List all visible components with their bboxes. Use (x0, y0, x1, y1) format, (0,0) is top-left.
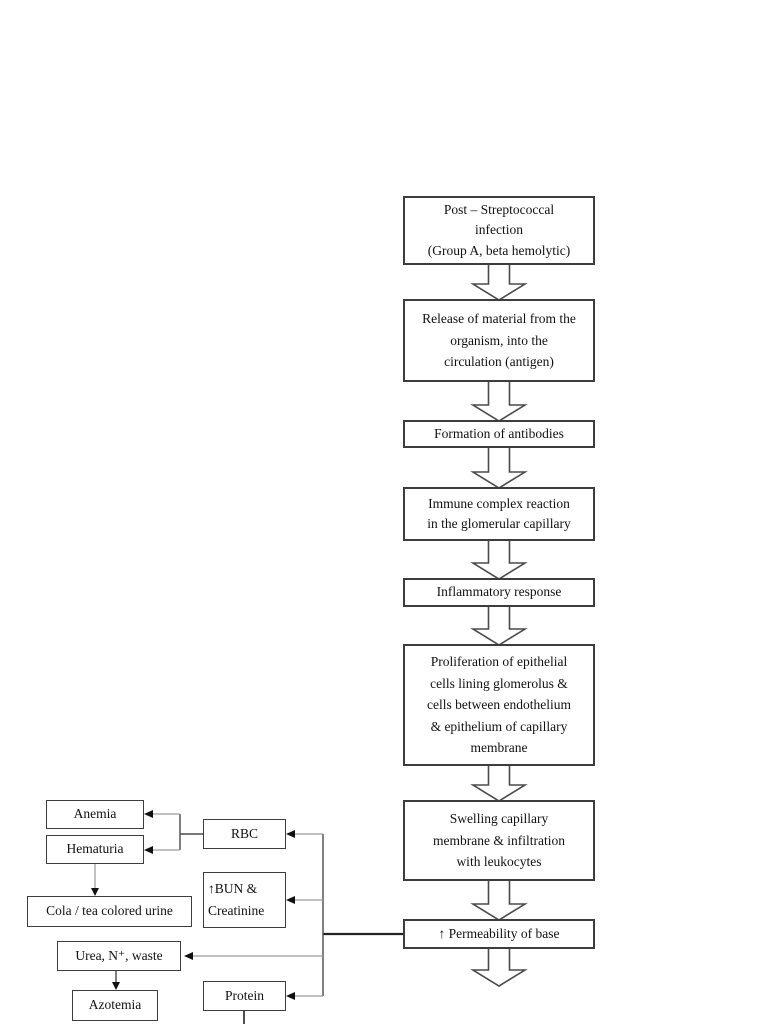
flow-box-hematuria: Hematuria (46, 835, 144, 864)
arrowhead-into-urea (184, 952, 193, 960)
flow-box-urea-waste: Urea, N⁺, waste (57, 941, 181, 971)
arrowhead-into-rbc (286, 830, 295, 838)
arrowhead-into-anemia (144, 810, 153, 818)
flow-box-proliferation-epithelial-cells: Proliferation of epithelial cells lining… (403, 644, 595, 766)
flow-box-swelling-capillary-membrane: Swelling capillary membrane & infiltrati… (403, 800, 595, 881)
flow-box-azotemia: Azotemia (72, 990, 158, 1021)
block-arrow-down (470, 539, 528, 580)
flow-box-bun-creatinine: ↑BUN & Creatinine (203, 872, 286, 928)
flow-box-inflammatory-response: Inflammatory response (403, 578, 595, 607)
flow-box-protein: Protein (203, 981, 286, 1011)
arrowhead-into-hematuria (144, 846, 153, 854)
block-arrow-down (470, 446, 528, 489)
flow-box-rbc: RBC (203, 819, 286, 849)
flow-box-release-of-antigen: Release of material from the organism, i… (403, 299, 595, 382)
block-arrow-down (470, 263, 528, 301)
block-arrow-down (470, 947, 528, 987)
arrowhead-into-cola (91, 888, 99, 896)
block-arrow-group (470, 263, 528, 987)
arrowhead-into-bun (286, 896, 295, 904)
block-arrow-down (470, 879, 528, 921)
arrowhead-into-azotemia (112, 982, 120, 990)
flow-box-increased-permeability: ↑ Permeability of base (403, 919, 595, 949)
block-arrow-down (470, 380, 528, 422)
flow-box-cola-tea-colored-urine: Cola / tea colored urine (27, 896, 192, 927)
arrowhead-into-protein (286, 992, 295, 1000)
flow-box-formation-of-antibodies: Formation of antibodies (403, 420, 595, 448)
flow-box-post-streptococcal-infection: Post – Streptococcal infection (Group A,… (403, 196, 595, 265)
block-arrow-down (470, 605, 528, 646)
block-arrow-down (470, 764, 528, 802)
flow-box-immune-complex-reaction: Immune complex reaction in the glomerula… (403, 487, 595, 541)
flow-box-anemia: Anemia (46, 800, 144, 829)
